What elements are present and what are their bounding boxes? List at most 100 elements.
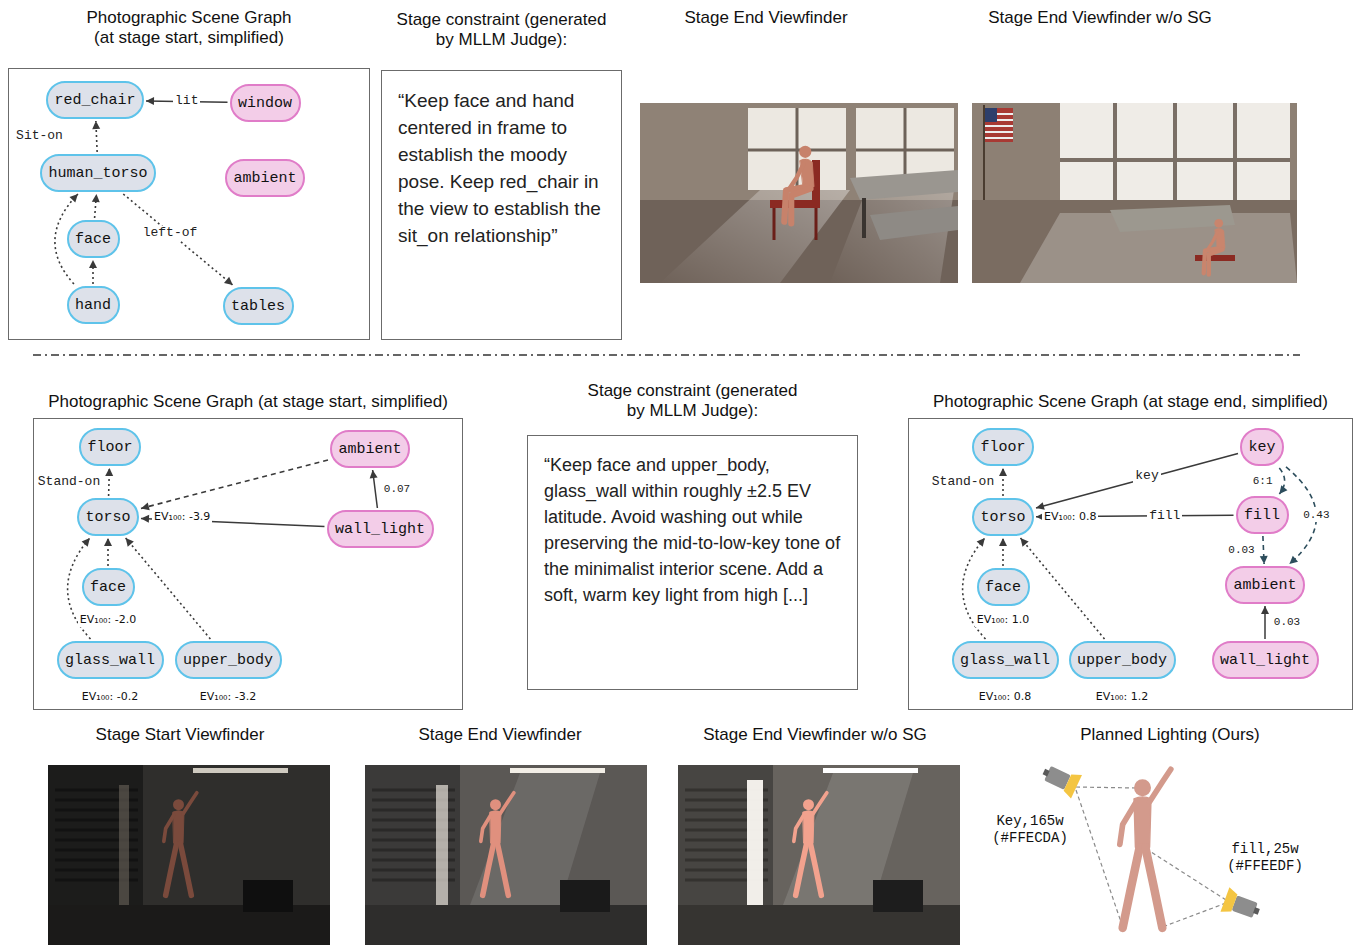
edge-label: left-of: [141, 226, 200, 241]
node-label: hand: [75, 297, 111, 314]
art-use: [784, 146, 814, 224]
arrow-head: [1260, 556, 1268, 564]
art-g: [1038, 760, 1082, 799]
node-label: upper_body: [1077, 652, 1167, 669]
exposure-value: EV₁₀₀: -3.2: [198, 690, 258, 704]
object-node: face: [82, 568, 135, 606]
arrow-head: [999, 468, 1007, 476]
edge-label: 0.03: [1226, 544, 1256, 557]
node-shape: [58, 642, 163, 678]
art-rect: [1195, 255, 1235, 261]
node-shape: [1213, 642, 1318, 678]
exposure-value: EV₁₀₀: 1.2: [1094, 690, 1150, 704]
node-shape: [1237, 497, 1288, 533]
node-label: human_torso: [48, 165, 147, 182]
light-node: wall_light: [327, 510, 434, 548]
node-label: ambient: [338, 441, 401, 458]
art-rect: [678, 765, 960, 945]
object-node: face: [67, 220, 120, 258]
art-rect: [510, 768, 605, 773]
node-label: glass_wall: [960, 652, 1050, 669]
arrow-head: [70, 194, 78, 203]
edge-label: fill: [1147, 509, 1182, 524]
object-node: upper_body: [175, 641, 282, 679]
art-use: [794, 793, 827, 896]
panel-title: Stage End Viewfinder w/o SG: [703, 725, 927, 745]
arrow-head: [146, 97, 154, 105]
connector: [1279, 468, 1287, 494]
object-node: torso: [972, 498, 1034, 536]
graph-panel: Photographic Scene Graph (at stage end, …: [908, 418, 1353, 710]
art-polygon: [1062, 771, 1082, 799]
edge-label: lit: [173, 94, 200, 109]
art-rect: [48, 765, 330, 945]
connector: [92, 194, 100, 218]
art-use: [1204, 219, 1225, 275]
art-rect: [862, 198, 866, 238]
arrow-head: [1036, 502, 1045, 510]
art-rect: [243, 880, 293, 912]
connector: [104, 538, 112, 566]
edge-label: 6:1: [1251, 475, 1275, 488]
edge-label: Sit-on: [14, 129, 65, 144]
art-g: [48, 765, 330, 945]
light-node: wall_light: [1212, 641, 1319, 679]
connector: [92, 121, 100, 152]
art-polygon: [1221, 887, 1239, 915]
arrow-head: [977, 538, 985, 547]
node-label: fill: [1244, 507, 1280, 524]
arrow-head: [104, 538, 112, 546]
light-node: fill: [1236, 496, 1289, 534]
node-shape: [331, 431, 409, 467]
viewfinder-image: [640, 103, 958, 283]
art-rect: [747, 780, 763, 905]
node-shape: [68, 221, 119, 257]
arrow-head: [1020, 538, 1028, 547]
connector: [370, 470, 378, 508]
node-label: face: [90, 579, 126, 596]
object-node: red_chair: [46, 81, 144, 119]
exposure-value: EV₁₀₀: -0.2: [80, 690, 140, 704]
node-shape: [973, 499, 1033, 535]
art-rect: [460, 765, 647, 905]
panel-title: Planned Lighting (Ours): [1080, 725, 1260, 745]
edge-label: 0.07: [382, 483, 412, 496]
art-rect: [873, 880, 923, 912]
connector: [105, 468, 113, 496]
art-path: [774, 208, 816, 240]
arrow-head: [224, 277, 233, 285]
art-rect: [560, 880, 610, 912]
art-rect: [972, 200, 1297, 283]
arrow-head: [1289, 556, 1298, 564]
node-label: wall_light: [1220, 652, 1310, 669]
node-shape: [328, 511, 433, 547]
graph-panel: Photographic Scene Graph (at stage start…: [33, 418, 463, 710]
light-spec: fill,25w (#FFEEDF): [1219, 841, 1311, 875]
node-shape: [231, 85, 300, 121]
art-use: [1120, 769, 1171, 928]
node-shape: [224, 288, 293, 324]
node-shape: [176, 642, 281, 678]
panel-heading: Stage constraint (generated by MLLM Judg…: [578, 381, 808, 421]
panel-heading: Photographic Scene Graph (at stage start…: [48, 392, 448, 412]
node-label: torso: [85, 509, 130, 526]
exposure-value: EV₁₀₀: 0.8: [1042, 510, 1098, 524]
art-rect: [143, 765, 330, 905]
light-node: ambient: [225, 159, 305, 197]
edge-label: 0.03: [1272, 616, 1302, 629]
node-label: window: [238, 95, 292, 112]
connector-line: [1020, 538, 1104, 639]
node-shape: [226, 160, 304, 196]
node-shape: [978, 569, 1029, 605]
node-label: floor: [980, 439, 1025, 456]
node-label: torso: [980, 509, 1025, 526]
art-rect: [640, 103, 958, 283]
connector: [999, 468, 1007, 496]
art-g: [678, 765, 960, 945]
exposure-value: EV₁₀₀: 1.0: [975, 613, 1031, 627]
art-rect: [365, 765, 647, 945]
viewfinder-image: [972, 103, 1297, 283]
node-shape: [1070, 642, 1175, 678]
node-label: glass_wall: [65, 652, 155, 669]
connector: [126, 538, 211, 639]
